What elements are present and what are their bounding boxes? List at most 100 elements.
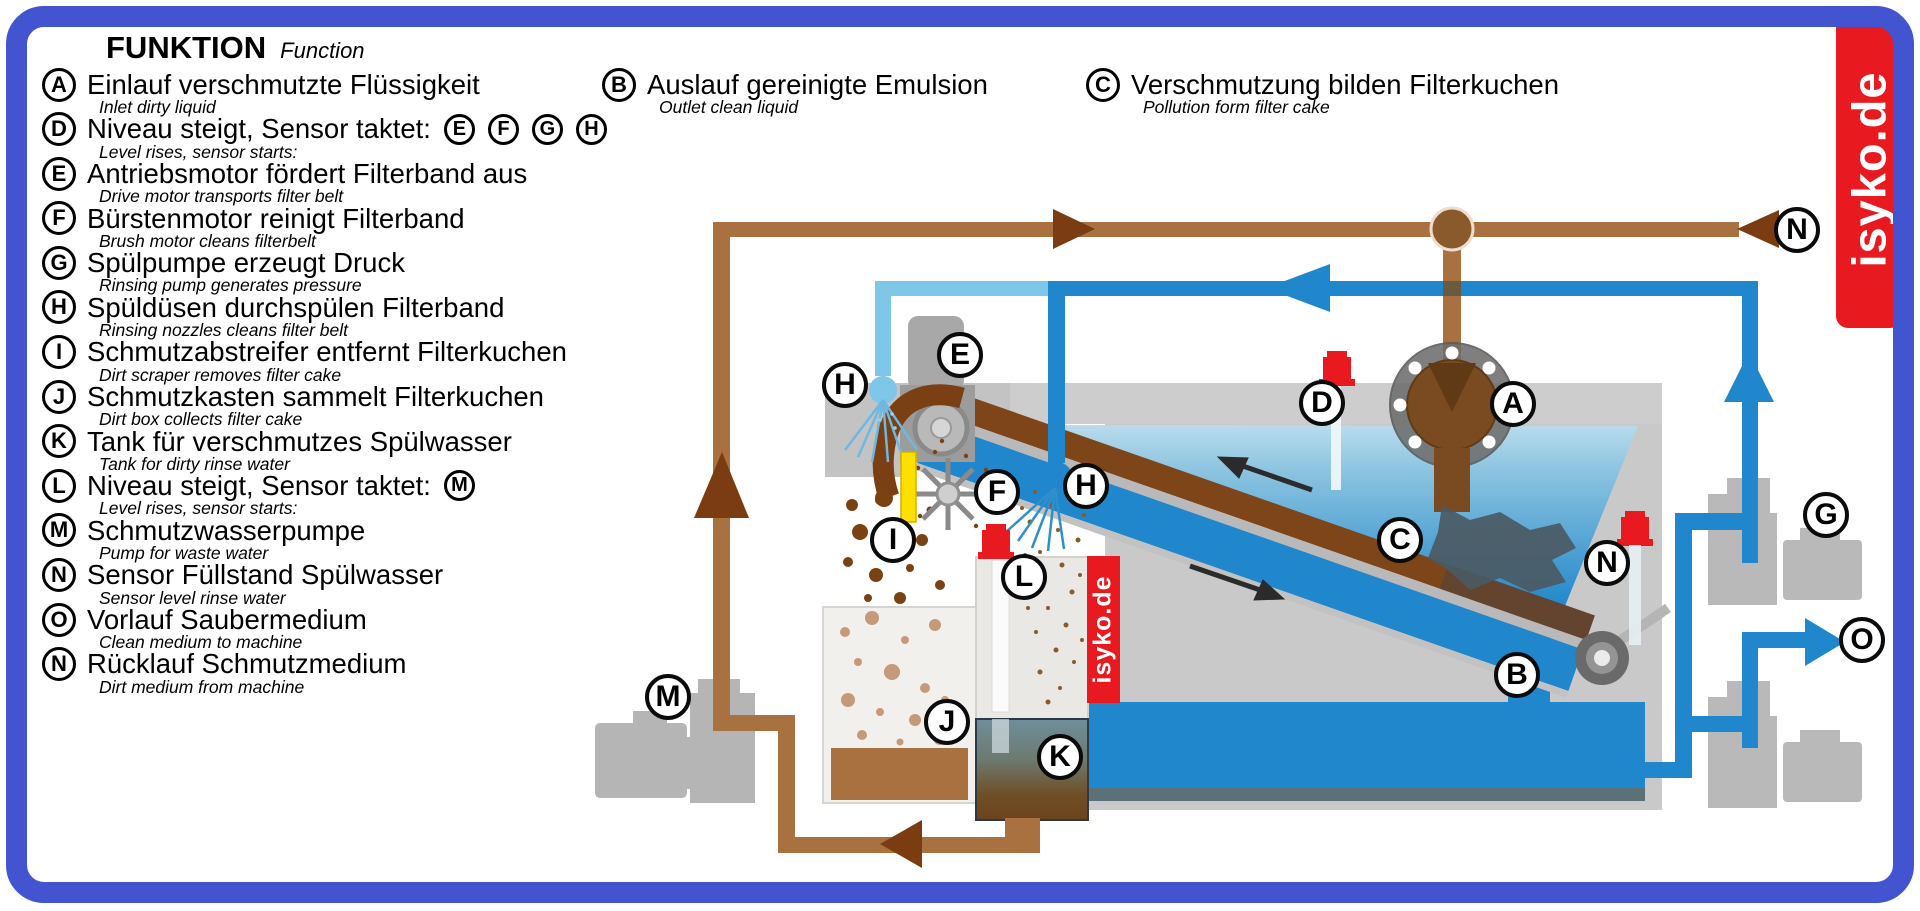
level-sensor-stem — [991, 559, 1010, 713]
flow-arrow-right — [1053, 209, 1095, 249]
inlet-flange — [1389, 244, 1576, 592]
isyko-logo-top-right: isyko.de — [1836, 10, 1902, 328]
isyko-logo-middle: isyko.de — [1087, 556, 1120, 703]
legend-label-de: Schmutzabstreifer entfernt Filterkuchen — [87, 336, 567, 368]
legend-label-en: Brush motor cleans filterbelt — [99, 230, 316, 251]
diagram-marker-I: I — [870, 517, 916, 563]
legend-label-en: Tank for dirty rinse water — [99, 453, 290, 474]
legend-letter-badge: J — [42, 379, 76, 414]
legend-label-de: Spülpumpe erzeugt Druck — [87, 247, 405, 279]
legend-label-en: Level rises, sensor starts: — [99, 141, 298, 162]
legend-letter-badge: A — [42, 67, 76, 102]
legend-ref-badge-F: F — [487, 113, 519, 145]
collected-filter-cake — [831, 748, 968, 800]
legend-ref-badge-E: E — [443, 113, 475, 145]
diagram-marker-H: H — [1063, 463, 1109, 509]
legend-label-de: Auslauf gereinigte Emulsion — [647, 68, 988, 100]
flow-arrow-right-outlet — [1805, 618, 1845, 666]
legend-letter-badge: B — [602, 67, 636, 102]
belt-head — [872, 384, 975, 501]
level-sensor-N — [1617, 511, 1653, 546]
legend-ref-badge-H: H — [575, 113, 607, 145]
brush-wheel — [912, 438, 1003, 530]
legend-label-de: Einlauf verschmutzte Flüssigkeit — [87, 68, 480, 100]
diagram-marker-A: A — [1490, 381, 1536, 427]
legend-letter-badge: E — [42, 156, 76, 191]
dirt-scraper — [900, 451, 917, 523]
diagram-marker-H: H — [822, 362, 868, 408]
legend-label-en: Drive motor transports filter belt — [99, 186, 344, 207]
legend-label-en: Pollution form filter cake — [1143, 97, 1330, 117]
title-de: FUNKTION — [106, 30, 267, 65]
dirty-medium-pipes — [694, 206, 1779, 868]
sensor-stem-D — [1331, 386, 1341, 490]
diagram-marker-E: E — [937, 332, 983, 378]
diagram-marker-K: K — [1037, 734, 1083, 780]
legend-label-en: Outlet clean liquid — [659, 97, 799, 117]
legend-ref-badge-M: M — [443, 470, 475, 502]
diagram-marker-D: D — [1299, 380, 1345, 426]
sensor-stem-N — [1629, 545, 1641, 645]
legend-label-de: Bürstenmotor reinigt Filterband — [87, 202, 465, 234]
legend-item-I: I Schmutzabstreifer entfernt Filterkuchen… — [42, 335, 602, 385]
diagram-marker-N: N — [1774, 207, 1820, 253]
legend-label-de: Schmutzwasserpumpe — [87, 514, 366, 546]
legend-label-de: Rücklauf Schmutzmedium — [87, 648, 407, 680]
legend-label-en: Pump for waste water — [99, 542, 269, 563]
diagram-marker-L: L — [1001, 554, 1047, 600]
isyko-logo-text-small: isyko.de — [1089, 575, 1117, 684]
legend-letter-badge: C — [1086, 67, 1120, 102]
legend-label-en: Inlet dirty liquid — [99, 97, 216, 117]
legend-letter-badge: N — [42, 558, 76, 593]
legend-letter-badge: L — [42, 468, 76, 503]
belt-direction-arrows — [1189, 456, 1313, 601]
legend-label-de: Tank für verschmutzes Spülwasser — [87, 425, 512, 457]
flow-arrow-left-blue — [1266, 264, 1330, 312]
filter-cake-layer — [935, 387, 1595, 641]
legend-label-de: Sensor Füllstand Spülwasser — [87, 559, 444, 591]
legend-label-de: Schmutzkasten sammelt Filterkuchen — [87, 380, 544, 412]
flow-arrow-up — [694, 452, 749, 518]
clean-water-pipes — [875, 264, 1845, 778]
legend-label-en: Dirt scraper removes filter cake — [99, 364, 342, 385]
level-sensor-L — [978, 524, 1014, 559]
legend-label-de: Niveau steigt, Sensor taktet: — [87, 470, 431, 502]
clean-medium-pump — [1708, 681, 1862, 808]
legend-letter-badge: I — [42, 335, 76, 370]
legend-label-en: Dirt box collects filter cake — [99, 409, 303, 430]
pipe-junction — [1429, 206, 1475, 252]
title-en: Function — [280, 38, 365, 63]
legend-label-en: Rinsing pump generates pressure — [99, 275, 362, 296]
diagram-marker-B: B — [1494, 652, 1540, 698]
level-sensor-D — [1319, 351, 1355, 386]
legend-label-de: Vorlauf Saubermedium — [87, 603, 367, 635]
diagram-marker-J: J — [924, 699, 970, 745]
flow-arrow-left-return — [1737, 210, 1779, 248]
flow-arrow-left-bottom — [880, 820, 922, 868]
isyko-logo-text: isyko.de — [1842, 70, 1896, 268]
legend-label-en: Dirt medium from machine — [99, 676, 305, 697]
legend-letter-badge: G — [42, 245, 76, 280]
legend-label-de: Antriebsmotor fördert Filterband aus — [87, 157, 528, 189]
return-roller — [1575, 603, 1671, 685]
diagram-marker-M: M — [645, 674, 691, 720]
legend-label-en: Rinsing nozzles cleans filter belt — [99, 319, 349, 340]
legend-label-de: Spüldüsen durchspülen Filterband — [87, 291, 505, 323]
legend-letter-badge: H — [42, 290, 76, 325]
